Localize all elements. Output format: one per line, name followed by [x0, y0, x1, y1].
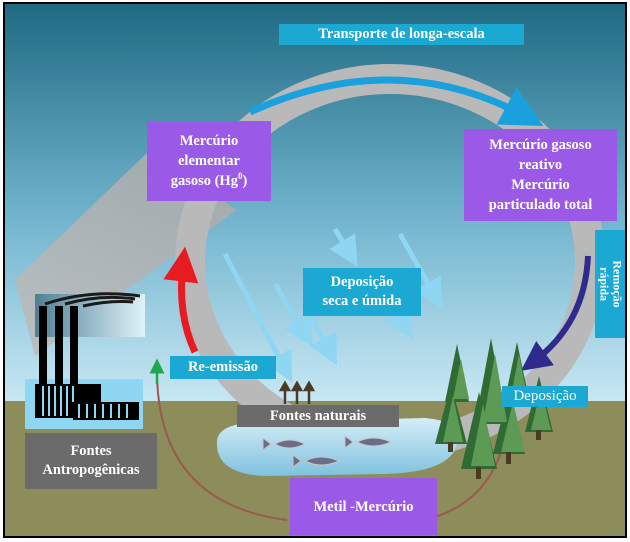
rapid-removal-line2: rápida	[598, 266, 613, 302]
transport-label: Transporte de longa-escala	[279, 24, 524, 45]
hg0-box: Mercúrio elementar gasoso (Hg0)	[147, 121, 271, 201]
reemission-label: Re-emissão	[170, 356, 276, 379]
fish-group	[262, 435, 393, 468]
transport-arrow	[248, 76, 544, 126]
dry-wet-deposition-label: Deposição seca e úmida	[303, 268, 421, 316]
natural-sources-label: Fontes naturais	[237, 405, 399, 427]
reemission-arrow	[163, 246, 199, 354]
hg0-line3-wrap: gasoso (Hg0)	[171, 171, 248, 191]
hg0-superscript: 0	[237, 171, 243, 182]
hg0-line1: Mercúrio	[179, 133, 239, 149]
dry-wet-line2: seca e úmida	[322, 293, 402, 309]
deposition-label: Deposição	[502, 386, 588, 407]
rapid-removal-line1: Remoção	[611, 260, 626, 308]
hg0-close: )	[242, 173, 248, 189]
anthropogenic-sources-label: Fontes Antropogênicas	[25, 433, 157, 489]
forest	[435, 338, 553, 479]
anthropogenic-line2: Antropogênicas	[42, 462, 140, 478]
dry-wet-line1: Deposição	[330, 274, 394, 290]
methylmercury-box: Metil -Mercúrio	[290, 478, 437, 535]
hg0-line3: gasoso (Hg	[170, 173, 238, 189]
anthropogenic-line1: Fontes	[70, 443, 112, 459]
reactive-line2: reativo	[518, 157, 563, 173]
hg0-line2: elementar	[178, 153, 240, 169]
reactive-mercury-box: Mercúrio gasoso reativo Mercúrio particu…	[464, 129, 617, 221]
deposition-text: Deposição	[513, 388, 577, 404]
natural-sources-text: Fontes naturais	[269, 407, 367, 424]
reactive-line3: Mercúrio	[511, 177, 570, 193]
factory	[25, 306, 143, 429]
rapid-removal-label: Remoção rápida	[595, 230, 626, 338]
natural-source-arrows	[278, 380, 316, 404]
reactive-line1: Mercúrio gasoso	[489, 137, 592, 153]
lake	[216, 418, 459, 476]
mercury-cycle-diagram: Transporte de longa-escala Mercúrio elem…	[3, 2, 627, 538]
rapid-removal-rotated: Remoção rápida	[598, 260, 626, 308]
rapid-removal-arrow	[520, 255, 591, 371]
reactive-line4: particulado total	[488, 197, 593, 213]
smoke-trail	[44, 292, 141, 308]
transport-text: Transporte de longa-escala	[318, 26, 485, 42]
methylmercury-text: Metil -Mercúrio	[313, 498, 414, 515]
reemission-text: Re-emissão	[187, 359, 259, 375]
